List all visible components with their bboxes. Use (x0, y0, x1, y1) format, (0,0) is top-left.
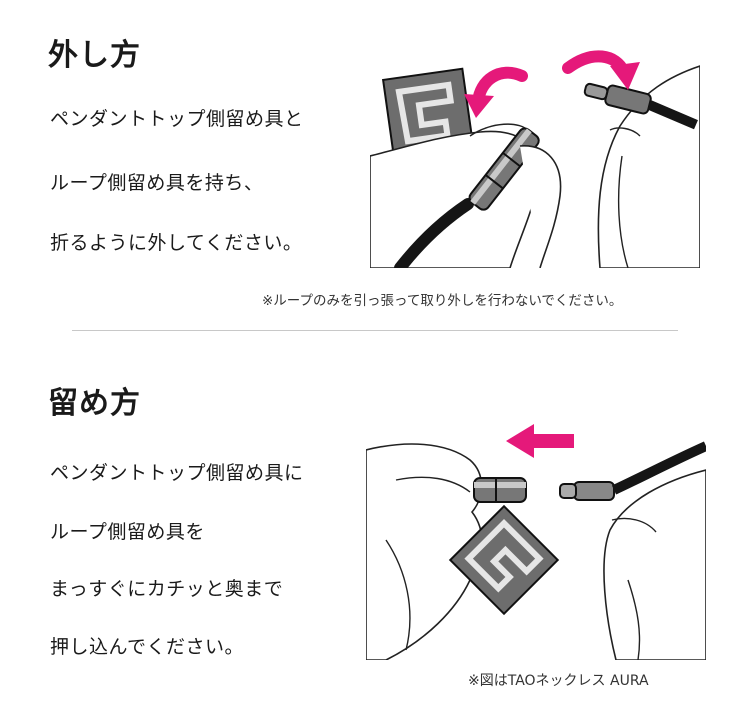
attach-title: 留め方 (48, 386, 141, 421)
attach-note: ※図はTAOネックレス AURA (468, 673, 649, 689)
pendant-plate (381, 67, 475, 157)
remove-title: 外し方 (48, 38, 141, 73)
attach-line-2: ループ側留め具を (50, 521, 205, 543)
pendant-clasp (473, 477, 527, 503)
cord (394, 198, 474, 268)
remove-note: ※ループのみを引っ張って取り外しを行わないでください。 (262, 293, 623, 309)
remove-line-3: 折るように外してください。 (50, 232, 303, 254)
remove-line-2: ループ側留め具を持ち、 (50, 172, 264, 194)
attach-line-1: ペンダントトップ側留め具に (50, 462, 304, 484)
right-hand (603, 469, 706, 660)
pendant-plate (448, 504, 560, 616)
remove-line-1: ペンダントトップ側留め具と (50, 108, 304, 130)
loop-clasp (583, 82, 698, 130)
cord (611, 441, 706, 495)
attach-line-4: 押し込んでください。 (50, 636, 245, 658)
loop-clasp (559, 441, 706, 501)
left-hand (366, 443, 483, 660)
section-divider (72, 330, 678, 331)
attach-illustration (366, 420, 706, 660)
push-arrow (506, 424, 574, 458)
attach-line-3: まっすぐにカチッと奥まで (50, 578, 284, 600)
remove-illustration (370, 36, 700, 268)
